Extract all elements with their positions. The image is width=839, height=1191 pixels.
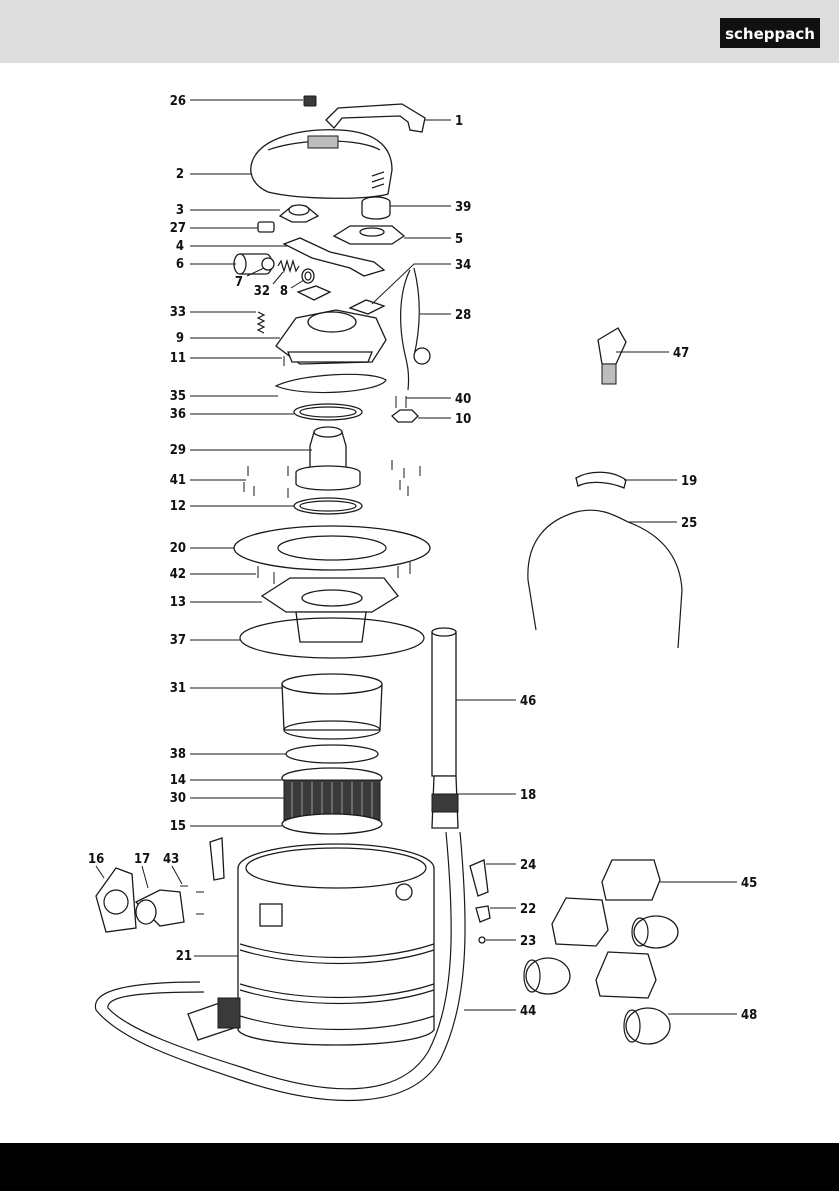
callout-39: 39 [455,200,471,215]
callout-14: 14 [170,773,186,788]
callout-16: 16 [88,852,104,867]
callout-30: 30 [170,791,186,806]
callout-20: 20 [170,541,186,556]
callout-34: 34 [455,258,471,273]
callout-32: 32 [254,284,270,299]
callout-2: 2 [176,167,184,182]
callout-12: 12 [170,499,186,514]
callout-15: 15 [170,819,186,834]
callout-7: 7 [235,275,243,290]
callout-44: 44 [520,1004,536,1019]
callout-38: 38 [170,747,186,762]
callout-40: 40 [455,392,471,407]
callout-13: 13 [170,595,186,610]
callout-29: 29 [170,443,186,458]
callout-21: 21 [176,949,192,964]
callout-31: 31 [170,681,186,696]
callout-1: 1 [455,114,463,129]
callout-6: 6 [176,257,184,272]
callout-35: 35 [170,389,186,404]
callout-18: 18 [520,788,536,803]
footer-band [0,1143,839,1191]
callout-5: 5 [455,232,463,247]
callout-43: 43 [163,852,179,867]
callout-24: 24 [520,858,536,873]
callout-25: 25 [681,516,697,531]
callout-8: 8 [280,284,288,299]
callout-4: 4 [176,239,184,254]
callout-10: 10 [455,412,471,427]
callout-45: 45 [741,876,757,891]
callout-22: 22 [520,902,536,917]
callout-27: 27 [170,221,186,236]
callout-19: 19 [681,474,697,489]
callout-9: 9 [176,331,184,346]
callout-23: 23 [520,934,536,949]
callout-28: 28 [455,308,471,323]
callout-33: 33 [170,305,186,320]
callout-36: 36 [170,407,186,422]
callout-48: 48 [741,1008,757,1023]
callout-47: 47 [673,346,689,361]
callout-11: 11 [170,351,186,366]
callout-41: 41 [170,473,186,488]
callout-46: 46 [520,694,536,709]
callout-37: 37 [170,633,186,648]
callout-42: 42 [170,567,186,582]
callout-26: 26 [170,94,186,109]
callout-3: 3 [176,203,184,218]
callout-17: 17 [134,852,150,867]
